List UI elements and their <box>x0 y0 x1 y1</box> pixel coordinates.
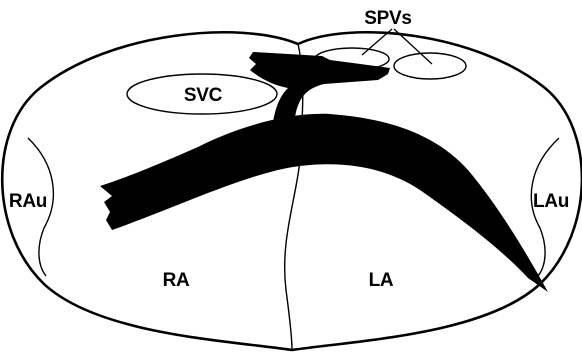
label-la: LA <box>369 270 394 291</box>
label-ra: RA <box>163 270 190 291</box>
label-spvs: SPVs <box>364 8 411 29</box>
label-svc: SVC <box>184 85 223 106</box>
label-rau: RAu <box>9 191 47 212</box>
label-lau: LAu <box>533 191 569 212</box>
spv-opening-right <box>394 53 466 79</box>
